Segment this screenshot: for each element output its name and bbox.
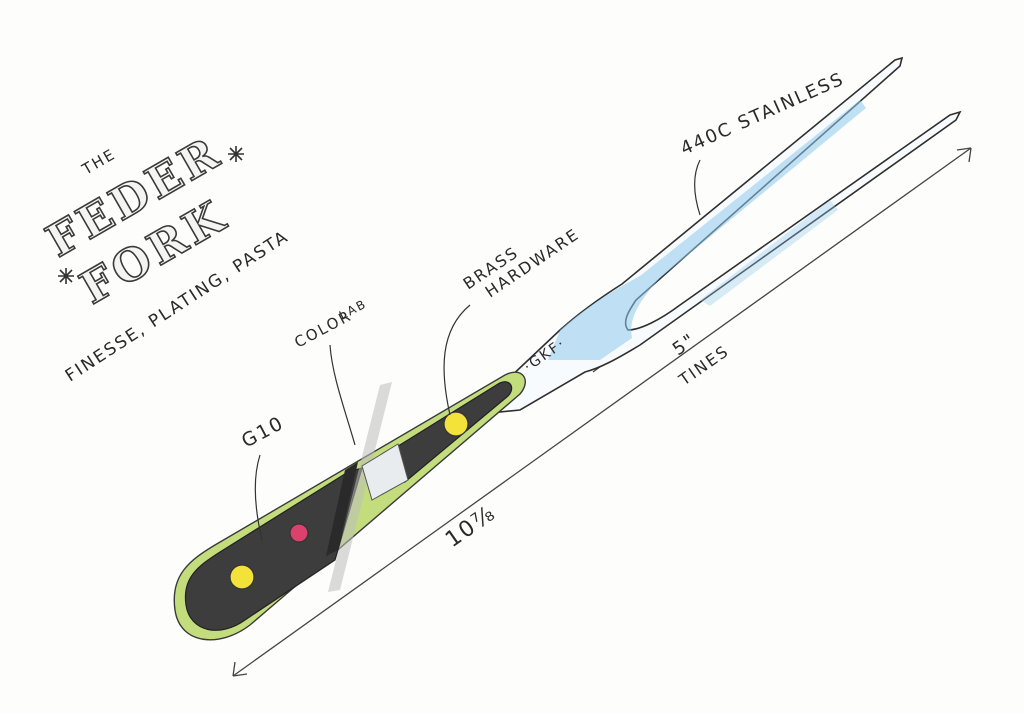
g10-label: G10 bbox=[238, 412, 288, 453]
color-lab-leader bbox=[329, 344, 356, 446]
color-lab-spacer bbox=[326, 462, 358, 556]
steel-leader bbox=[694, 159, 701, 216]
steel-label: 440C STAINLESS bbox=[677, 68, 847, 159]
overall-length-dimension bbox=[232, 147, 972, 677]
steel-watercolor-wash bbox=[548, 100, 866, 360]
overall-length-label: 10⅞ bbox=[441, 501, 501, 553]
title-block: THE FEDER FORK FINESSE, PLATING, PASTA bbox=[37, 126, 292, 386]
color-lab-spacer-ghost bbox=[328, 382, 392, 592]
steel-watercolor-wash bbox=[700, 200, 838, 306]
fork bbox=[173, 56, 962, 641]
steel-ferrule bbox=[361, 443, 409, 501]
star-icon bbox=[228, 146, 244, 162]
color-lab-pin bbox=[289, 523, 309, 543]
g10-leader bbox=[254, 454, 263, 541]
lab-label: LAB bbox=[337, 296, 370, 322]
star-icon bbox=[58, 268, 74, 284]
tine-length-label: 5" bbox=[669, 329, 700, 360]
leader-lines bbox=[254, 159, 701, 541]
brass-pin-front bbox=[443, 411, 469, 437]
brass-pin-rear bbox=[229, 564, 255, 590]
title-the: THE bbox=[78, 145, 119, 179]
brass-leader bbox=[443, 304, 471, 416]
